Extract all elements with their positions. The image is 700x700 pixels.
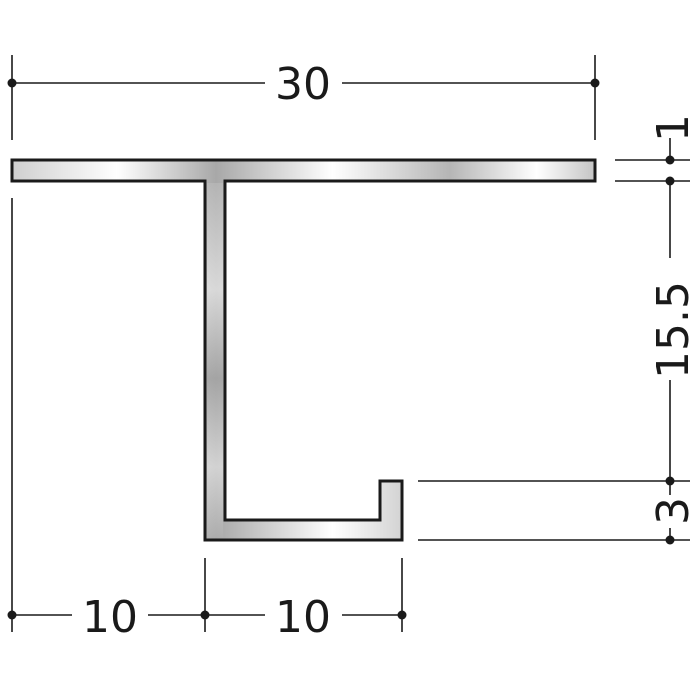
dimension-bottom: 10 10 [7,558,407,643]
aluminium-profile [10,158,597,542]
inner-width-label: 10 [275,592,331,643]
dimension-overall-width: 30 [7,55,600,140]
flange-thickness-label: 1 [648,114,699,142]
profile-outline [10,158,597,542]
left-offset-label: 10 [82,592,138,643]
dimension-right: 1 15.5 3 [418,114,699,545]
lip-height-label: 3 [648,497,699,525]
web-shading [207,183,223,538]
overall-width-label: 30 [275,59,331,110]
web-height-label: 15.5 [648,281,699,379]
